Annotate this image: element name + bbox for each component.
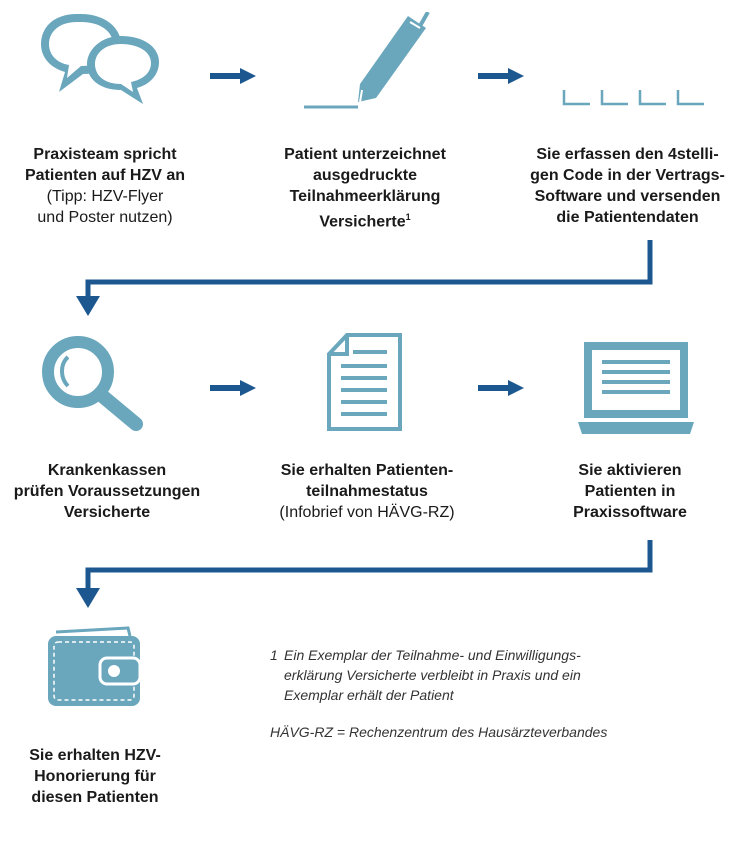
code-entry-icon (560, 88, 710, 108)
wallet-icon (44, 624, 144, 708)
step-4-label: Krankenkassen prüfen Voraussetzungen Ver… (13, 462, 201, 521)
footnote-line: Ein Exemplar der Teilnahme- und Einwilli… (284, 647, 581, 663)
footnote-line: Exemplar erhält der Patient (284, 687, 454, 703)
laptop-icon (578, 338, 694, 436)
step-7-label: Sie erhalten HZV- Honorierung für diesen… (29, 747, 161, 806)
arrow-right-icon (478, 380, 524, 396)
step-1-label: Praxisteam spricht Patienten auf HZV an … (24, 146, 186, 226)
speech-bubbles-icon (35, 8, 165, 108)
arrow-right-icon (478, 68, 524, 84)
magnifier-icon (38, 332, 148, 432)
step-3-label: Sie erfassen den 4stelli- gen Code in de… (530, 146, 725, 226)
footnote-ref: 1 (405, 212, 411, 222)
arrow-right-icon (210, 380, 256, 396)
abbreviation-note: HÄVG-RZ = Rechenzentrum des Hausärztever… (270, 724, 608, 740)
footnote: 1 Ein Exemplar der Teilnahme- und Einwil… (270, 645, 720, 705)
arrow-right-icon (210, 68, 256, 84)
document-icon (325, 332, 405, 432)
step-6-label: Sie aktivieren Patienten in Praxissoftwa… (573, 462, 687, 521)
footnote-number: 1 (270, 647, 278, 663)
pen-signature-icon (300, 12, 440, 112)
step-5-label: Sie erhalten Patienten- teilnahmestatus … (279, 462, 455, 521)
connector-arrow-1 (0, 240, 735, 320)
connector-arrow-2 (0, 540, 735, 620)
footnote-line: erklärung Versicherte verbleibt in Praxi… (284, 667, 581, 683)
step-2-label: Patient unterzeichnet ausgedruckte Teiln… (284, 146, 446, 231)
